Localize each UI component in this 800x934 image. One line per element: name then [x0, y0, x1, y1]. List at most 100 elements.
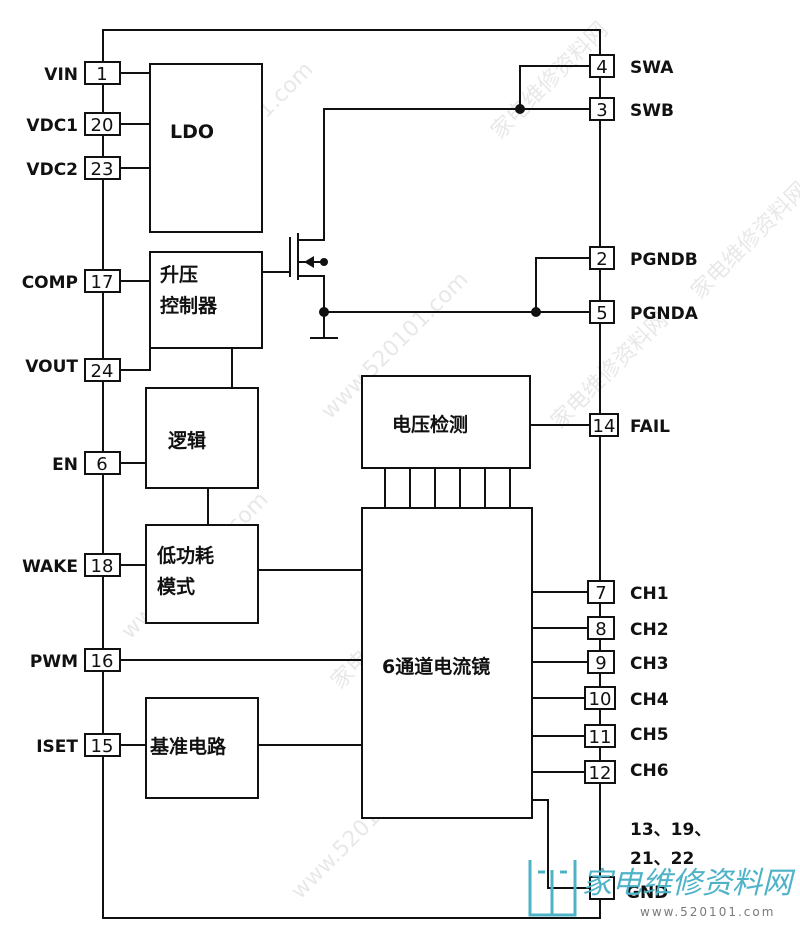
pin-number: 12 — [589, 763, 612, 784]
right-pin-pgndb: 2 PGNDB — [589, 246, 698, 270]
pin-box — [589, 300, 615, 324]
pin-box — [587, 650, 615, 674]
junction-dots — [319, 104, 541, 317]
current-mirror-block — [361, 507, 533, 819]
right-pin-fail: 14 FAIL — [589, 413, 670, 437]
right-pin-ch3: 9 CH3 — [587, 650, 669, 674]
pin-number: 10 — [589, 689, 612, 710]
low-power-label-line1: 低功耗 — [156, 544, 214, 567]
pin-box — [587, 616, 615, 640]
reference-label: 基准电路 — [149, 735, 227, 758]
pin-number: 24 — [91, 361, 114, 382]
low-power-mode-block — [145, 524, 259, 624]
pin-name: WAKE — [22, 557, 78, 577]
ldo-block — [149, 63, 263, 233]
pin-name: VDC1 — [26, 116, 78, 136]
pin-name: CH5 — [630, 725, 669, 745]
pin-name: VDC2 — [26, 160, 78, 180]
pin-box — [589, 876, 615, 900]
pin-name: CH6 — [630, 761, 669, 781]
logic-label: 逻辑 — [168, 429, 206, 452]
pin-box — [84, 553, 121, 577]
pin-name: PGNDB — [630, 250, 698, 270]
pin-number: 23 — [91, 159, 114, 180]
gnd-pin: 13、19、 21、22 GND — [589, 820, 711, 903]
left-pin-en: 6 EN — [52, 451, 121, 475]
pin-box — [589, 246, 615, 270]
pin-name: PWM — [30, 652, 78, 672]
pin-name: CH3 — [630, 654, 669, 674]
pin-number: 20 — [91, 115, 114, 136]
pin-number: 17 — [91, 272, 114, 293]
wiring — [120, 65, 590, 889]
channel-bus — [384, 468, 511, 508]
pin-name: COMP — [22, 273, 78, 293]
logo-book-icon — [528, 860, 577, 917]
right-pin-ch6: 12 CH6 — [584, 760, 669, 784]
left-pin-vdc1: 20 VDC1 — [26, 112, 121, 136]
boost-label-line2: 控制器 — [160, 294, 218, 317]
logo-text: 家电维修资料网 — [582, 866, 796, 901]
pin-number: 16 — [91, 651, 114, 672]
pin-name: CH4 — [630, 690, 669, 710]
pin-number: 9 — [595, 653, 606, 674]
right-pin-pgnda: 5 PGNDA — [589, 300, 699, 324]
left-pin-vin: 1 VIN — [44, 61, 121, 85]
pin-box — [584, 760, 616, 784]
pin-number: 3 — [596, 100, 607, 121]
right-pin-ch5: 11 CH5 — [584, 724, 669, 748]
pin-box — [84, 451, 121, 475]
pin-name: ISET — [36, 737, 78, 757]
pin-number: 11 — [589, 727, 612, 748]
pin-name: FAIL — [630, 417, 670, 437]
pin-box — [84, 61, 121, 85]
logo-url: www.520101.com — [640, 905, 775, 919]
left-pin-vdc2: 23 VDC2 — [26, 156, 121, 180]
pin-box — [84, 358, 121, 382]
pin-box — [84, 733, 121, 757]
pin-box — [587, 580, 615, 604]
pin-number: 2 — [596, 249, 607, 270]
pin-name: SWA — [630, 58, 674, 78]
current-mirror-label: 6通道电流镜 — [382, 655, 490, 678]
pin-box — [84, 112, 121, 136]
pin-box — [584, 686, 616, 710]
watermark-text: 家电维修资料网 — [687, 178, 800, 305]
watermark-logo: 家电维修资料网 www.520101.com — [528, 860, 796, 919]
pin-box — [589, 413, 619, 437]
logic-block — [145, 387, 259, 489]
pin-box — [84, 156, 121, 180]
left-pin-vout: 24 VOUT — [25, 357, 121, 382]
right-pin-ch1: 7 CH1 — [587, 580, 669, 604]
pin-name: CH1 — [630, 584, 669, 604]
pin-number: 7 — [595, 583, 606, 604]
ldo-label: LDO — [170, 121, 214, 143]
pin-box — [589, 97, 615, 121]
pin-number: 14 — [593, 416, 616, 437]
gnd-name: GND — [626, 883, 668, 903]
pin-number: 4 — [596, 57, 607, 78]
pin-number: 18 — [91, 556, 114, 577]
right-pin-ch4: 10 CH4 — [584, 686, 669, 710]
mosfet-arrow — [304, 256, 314, 268]
pin-name: EN — [52, 455, 78, 475]
pin-box — [84, 648, 121, 672]
left-pin-wake: 18 WAKE — [22, 553, 121, 577]
pin-name: PGNDA — [630, 304, 699, 324]
voltage-detect-block — [361, 375, 531, 469]
left-pin-pwm: 16 PWM — [30, 648, 121, 672]
low-power-label-line2: 模式 — [157, 575, 195, 598]
pin-name: SWB — [630, 101, 674, 121]
pin-number: 8 — [595, 619, 606, 640]
pin-number: 6 — [96, 454, 107, 475]
gnd-numbers-line2: 21、22 — [630, 849, 694, 869]
left-pin-iset: 15 ISET — [36, 733, 121, 757]
left-pin-comp: 17 COMP — [22, 269, 121, 293]
voltage-detect-label: 电压检测 — [392, 413, 468, 436]
pin-name: VIN — [44, 65, 78, 85]
right-pin-ch2: 8 CH2 — [587, 616, 669, 640]
pin-name: CH2 — [630, 620, 669, 640]
watermark-text: 家电维修资料网 — [487, 18, 614, 145]
right-pin-swa: 4 SWA — [589, 54, 674, 78]
